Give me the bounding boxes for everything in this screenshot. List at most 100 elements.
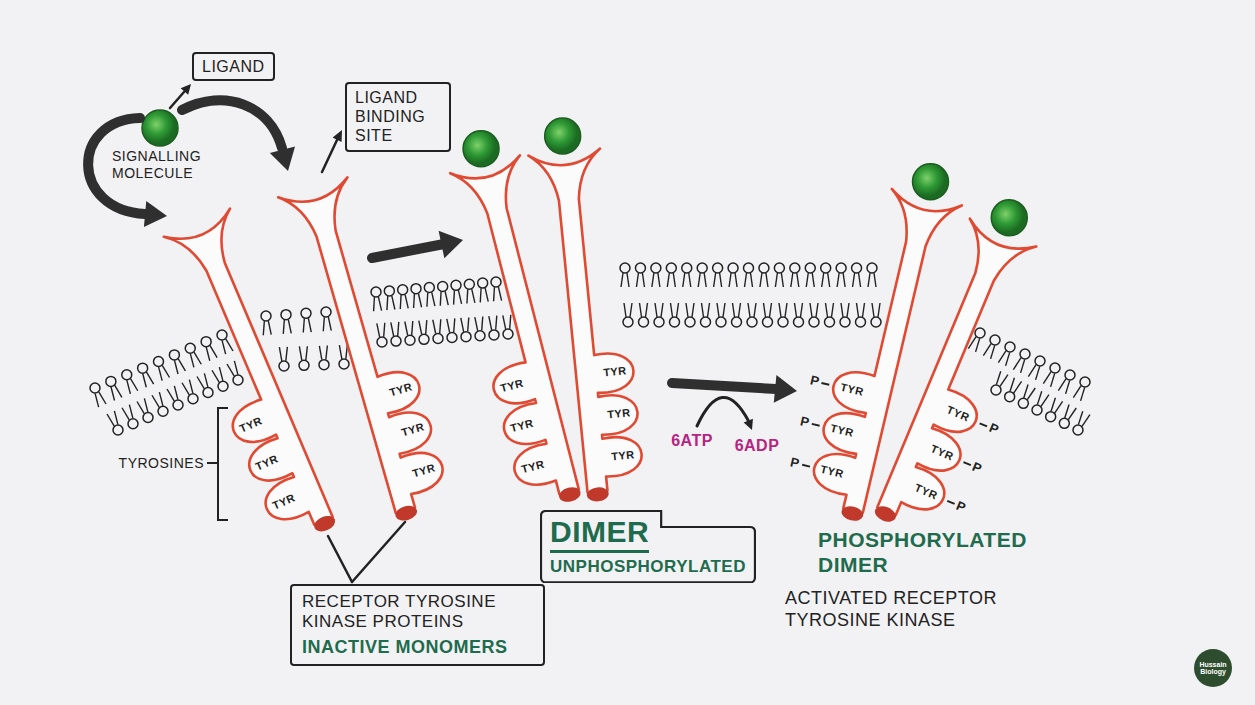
receptor-tip	[840, 504, 865, 523]
lipid-head	[867, 263, 877, 273]
lipid-head	[670, 317, 680, 327]
lipid-tail	[440, 292, 442, 306]
lipid-tail	[770, 303, 772, 317]
arrow-head	[144, 201, 167, 227]
lipid-tail	[306, 346, 308, 360]
box-text: INACTIVE MONOMERS	[302, 637, 533, 659]
lipid-tail	[286, 347, 288, 361]
lipid-tail	[1013, 358, 1021, 370]
lipid-head	[261, 311, 271, 321]
lipid-tail	[636, 273, 638, 287]
lipid-tail	[212, 370, 219, 382]
lipid-tail	[841, 303, 843, 317]
lipid-head	[464, 279, 474, 289]
lipid-tail	[472, 289, 475, 303]
lipid-tail	[503, 315, 506, 329]
lipid-tail	[189, 380, 193, 394]
lipid-head	[447, 333, 457, 343]
lipid-tail	[991, 345, 995, 359]
lipid-tail	[621, 273, 623, 287]
lipid-head	[654, 317, 664, 327]
lipid-tail	[837, 273, 839, 287]
receptor-protein	[849, 219, 1046, 539]
lipid-tail	[392, 296, 395, 310]
lipid-tail	[863, 303, 865, 317]
receptor-protein	[528, 147, 645, 504]
lipid-tail	[204, 373, 208, 387]
lipid-tail	[129, 405, 133, 419]
lipid-tail	[99, 392, 106, 404]
reaction-label: 6ADP	[735, 436, 780, 455]
lipid-tail	[781, 273, 783, 287]
lipid-head	[1018, 398, 1028, 408]
lipid-tail	[859, 273, 861, 287]
lipid-tail	[764, 303, 766, 317]
lipid-tail	[95, 393, 99, 407]
lipid-tail	[279, 347, 281, 361]
leader-arrow	[170, 92, 184, 108]
lipid-tail	[174, 360, 178, 374]
lipid-tail	[440, 319, 441, 333]
reaction-arrow	[697, 397, 748, 426]
lipid-tail	[146, 372, 153, 384]
lipid-tail	[714, 273, 716, 287]
lipid-tail	[445, 291, 448, 305]
lipid-tail	[1073, 386, 1081, 398]
watermark: Hussain Biology	[1196, 661, 1230, 676]
phosphate-group: P	[808, 373, 821, 390]
lipid-head	[279, 361, 289, 371]
lipid-head	[128, 419, 138, 429]
lipid-tail	[1051, 398, 1055, 411]
lipid-tail	[197, 377, 204, 389]
lipid-tail	[386, 296, 388, 310]
phosphate-bond	[821, 383, 829, 385]
lipid-tail	[111, 387, 115, 401]
lipid-tail	[760, 273, 762, 287]
part-label: SIGNALLING MOLECULE	[112, 148, 237, 182]
lipid-head	[1046, 412, 1056, 422]
lipid-head	[321, 307, 331, 317]
stage-title: PHOSPHORYLATED DIMER	[818, 527, 1058, 577]
lipid-tail	[391, 322, 394, 336]
lipid-tail	[405, 322, 408, 336]
lipid-head	[1005, 342, 1015, 352]
lipid-tail	[418, 293, 421, 307]
lipid-tail	[299, 346, 301, 360]
lipid-tail	[717, 303, 719, 317]
lipid-head	[809, 317, 819, 327]
lipid-tail	[482, 317, 483, 331]
arrow-head	[744, 419, 753, 430]
lipid-tail	[826, 303, 828, 317]
lipid-tail	[234, 361, 238, 375]
label-box: LIGAND	[192, 52, 275, 81]
phosphate-group: P	[799, 414, 812, 431]
lipid-tail	[702, 303, 704, 317]
lipid-tail	[785, 303, 787, 317]
lipid-tail	[872, 303, 874, 317]
lipid-tail	[107, 414, 114, 426]
lipid-tail	[468, 317, 469, 331]
lipid-head	[169, 350, 179, 360]
lipid-head	[1035, 356, 1045, 366]
lipid-tail	[775, 273, 777, 287]
lipid-tail	[1014, 381, 1022, 393]
lipid-tail	[646, 303, 648, 317]
lipid-tail	[328, 317, 331, 331]
lipid-head	[301, 308, 311, 318]
lipid-tail	[162, 365, 169, 377]
receptor-tip	[873, 503, 899, 524]
lipid-head	[489, 330, 499, 340]
receptor-outline	[278, 174, 452, 525]
stage-note: ACTIVATED RECEPTOR TYROSINE KINASE	[785, 588, 1085, 631]
lipid-head	[188, 394, 198, 404]
arrow-head	[181, 84, 191, 95]
lipid-head	[478, 278, 488, 288]
lipid-head	[154, 357, 164, 367]
lipid-tail	[1066, 380, 1070, 394]
lipid-tail	[1041, 395, 1049, 407]
lipid-tail	[115, 385, 122, 397]
lipid-tail	[677, 303, 679, 317]
lipid-tail	[319, 346, 321, 360]
lipid-tail	[433, 320, 436, 334]
lipid-head	[744, 263, 754, 273]
